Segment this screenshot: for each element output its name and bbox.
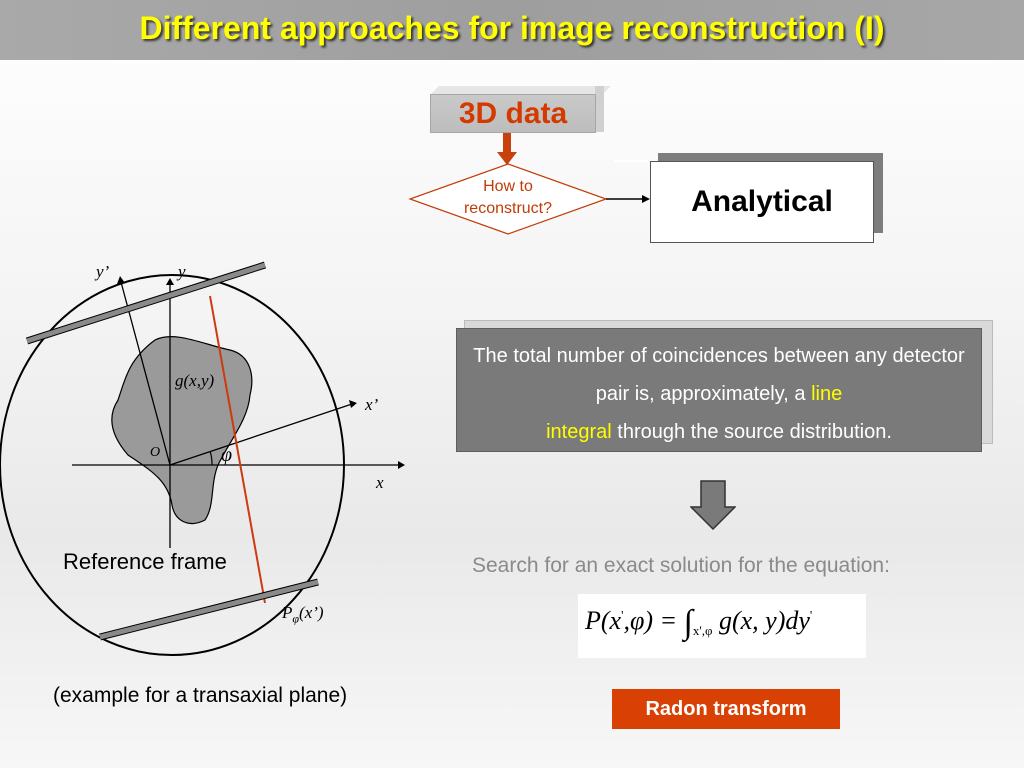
decision-line-2: reconstruct? [463, 200, 553, 217]
eq-integral-sub: x',φ [692, 623, 713, 639]
integral-sign: ∫ [683, 604, 693, 641]
title-bar [0, 0, 1024, 60]
example-caption: (example for a transaxial plane) [53, 684, 348, 707]
down-arrow-head [497, 152, 517, 165]
analytical-box: Analytical [650, 161, 874, 243]
decision-diamond [408, 163, 608, 235]
equation-box [578, 594, 866, 658]
source-distribution-blob [111, 336, 253, 525]
info-highlight-line: line [811, 383, 843, 405]
info-text-part1: The total number of coincidences between… [473, 345, 965, 405]
equation-intro: Search for an exact solution for the equ… [472, 554, 890, 577]
slide-title: Different approaches for image reconstru… [139, 10, 885, 46]
data-box-side-face [595, 86, 604, 132]
x-prime-axis [169, 403, 353, 466]
reference-frame-diagram [0, 261, 405, 656]
thick-down-arrow-icon [690, 480, 736, 530]
eq-lhs-rest: ,φ) = [623, 606, 684, 635]
radon-equation: P(x',φ) = ∫x',φ g(x, y)dy' [585, 604, 812, 642]
info-box: The total number of coincidences between… [456, 328, 982, 452]
x-axis-arrowhead [398, 461, 405, 469]
angle-arc [209, 450, 213, 466]
x-label: x [376, 473, 384, 492]
info-text-part2: through the source distribution. [611, 421, 892, 443]
x-prime-axis-arrowhead [349, 400, 357, 408]
decision-line-1: How to [483, 178, 533, 195]
detector-bottom-fill [99, 579, 319, 640]
x-prime-label: x’ [365, 395, 379, 414]
info-highlight-integral: integral [546, 421, 612, 443]
y-prime-label: y’ [96, 262, 110, 281]
projection-label: Pφ(x’) [282, 603, 324, 626]
detector-top-fill [26, 262, 266, 344]
decision-text: How to reconstruct? [408, 176, 608, 220]
g-xy-label: g(x,y) [175, 371, 215, 390]
down-arrow-shaft [503, 133, 511, 153]
eq-lhs: P(x [585, 606, 622, 635]
line-of-response [209, 295, 266, 604]
y-prime-axis [120, 281, 171, 466]
phi-label: φ [221, 444, 233, 466]
projection-phi: φ [292, 611, 300, 626]
reference-frame-label: Reference frame [63, 549, 227, 574]
y-label: y [178, 262, 186, 281]
right-arrow-connector [606, 160, 650, 203]
eq-rhs: g(x, y)dy [718, 606, 810, 635]
origin-label: O [150, 445, 161, 460]
y-axis-arrowhead [166, 278, 174, 285]
projection-arg: (x’) [299, 603, 324, 622]
eq-lhs-prime: ' [621, 607, 624, 623]
projection-p: P [282, 603, 293, 622]
radon-transform-label: Radon transform [612, 689, 840, 729]
eq-rhs-prime: ' [809, 607, 813, 623]
y-prime-axis-arrowhead [117, 276, 125, 284]
3d-data-box: 3D data [430, 94, 596, 133]
